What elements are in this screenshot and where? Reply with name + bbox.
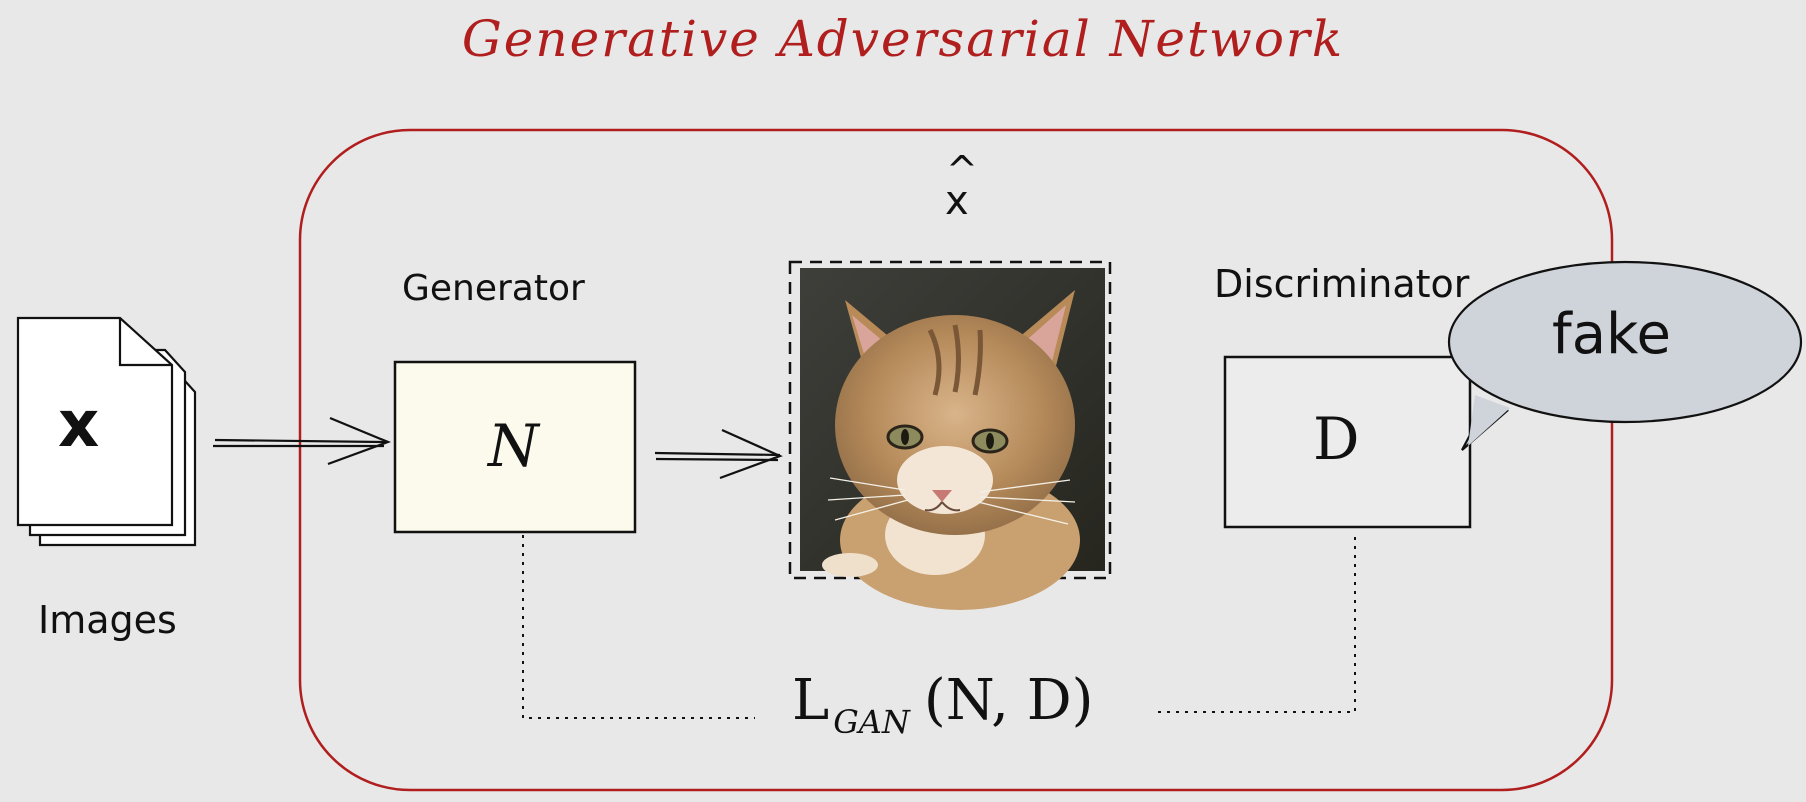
document-stack-icon xyxy=(16,316,197,547)
generator-box xyxy=(393,360,637,534)
generated-image-frame xyxy=(788,260,1112,580)
diagram-title: Generative Adversarial Network xyxy=(461,10,1345,68)
arrow-input-to-generator xyxy=(213,416,392,466)
verdict-text: fake xyxy=(1552,302,1671,367)
input-symbol: x xyxy=(58,388,100,462)
images-caption: Images xyxy=(38,598,177,642)
loss-symbol: L xyxy=(792,668,830,733)
speech-bubble xyxy=(1447,260,1803,451)
generated-symbol: x xyxy=(945,178,969,224)
discriminator-symbol: D xyxy=(1313,405,1360,473)
loss-subscript: GAN xyxy=(833,703,910,741)
loss-connector-lines xyxy=(522,532,1356,719)
generated-hat: ^ xyxy=(946,148,978,192)
gan-frame xyxy=(298,128,1614,792)
discriminator-label: Discriminator xyxy=(1214,262,1470,306)
generator-label: Generator xyxy=(402,268,585,309)
loss-args: (N, D) xyxy=(923,668,1094,733)
kitten-image xyxy=(800,268,1105,610)
arrow-generator-to-image xyxy=(654,428,783,480)
generator-symbol: N xyxy=(488,412,539,480)
